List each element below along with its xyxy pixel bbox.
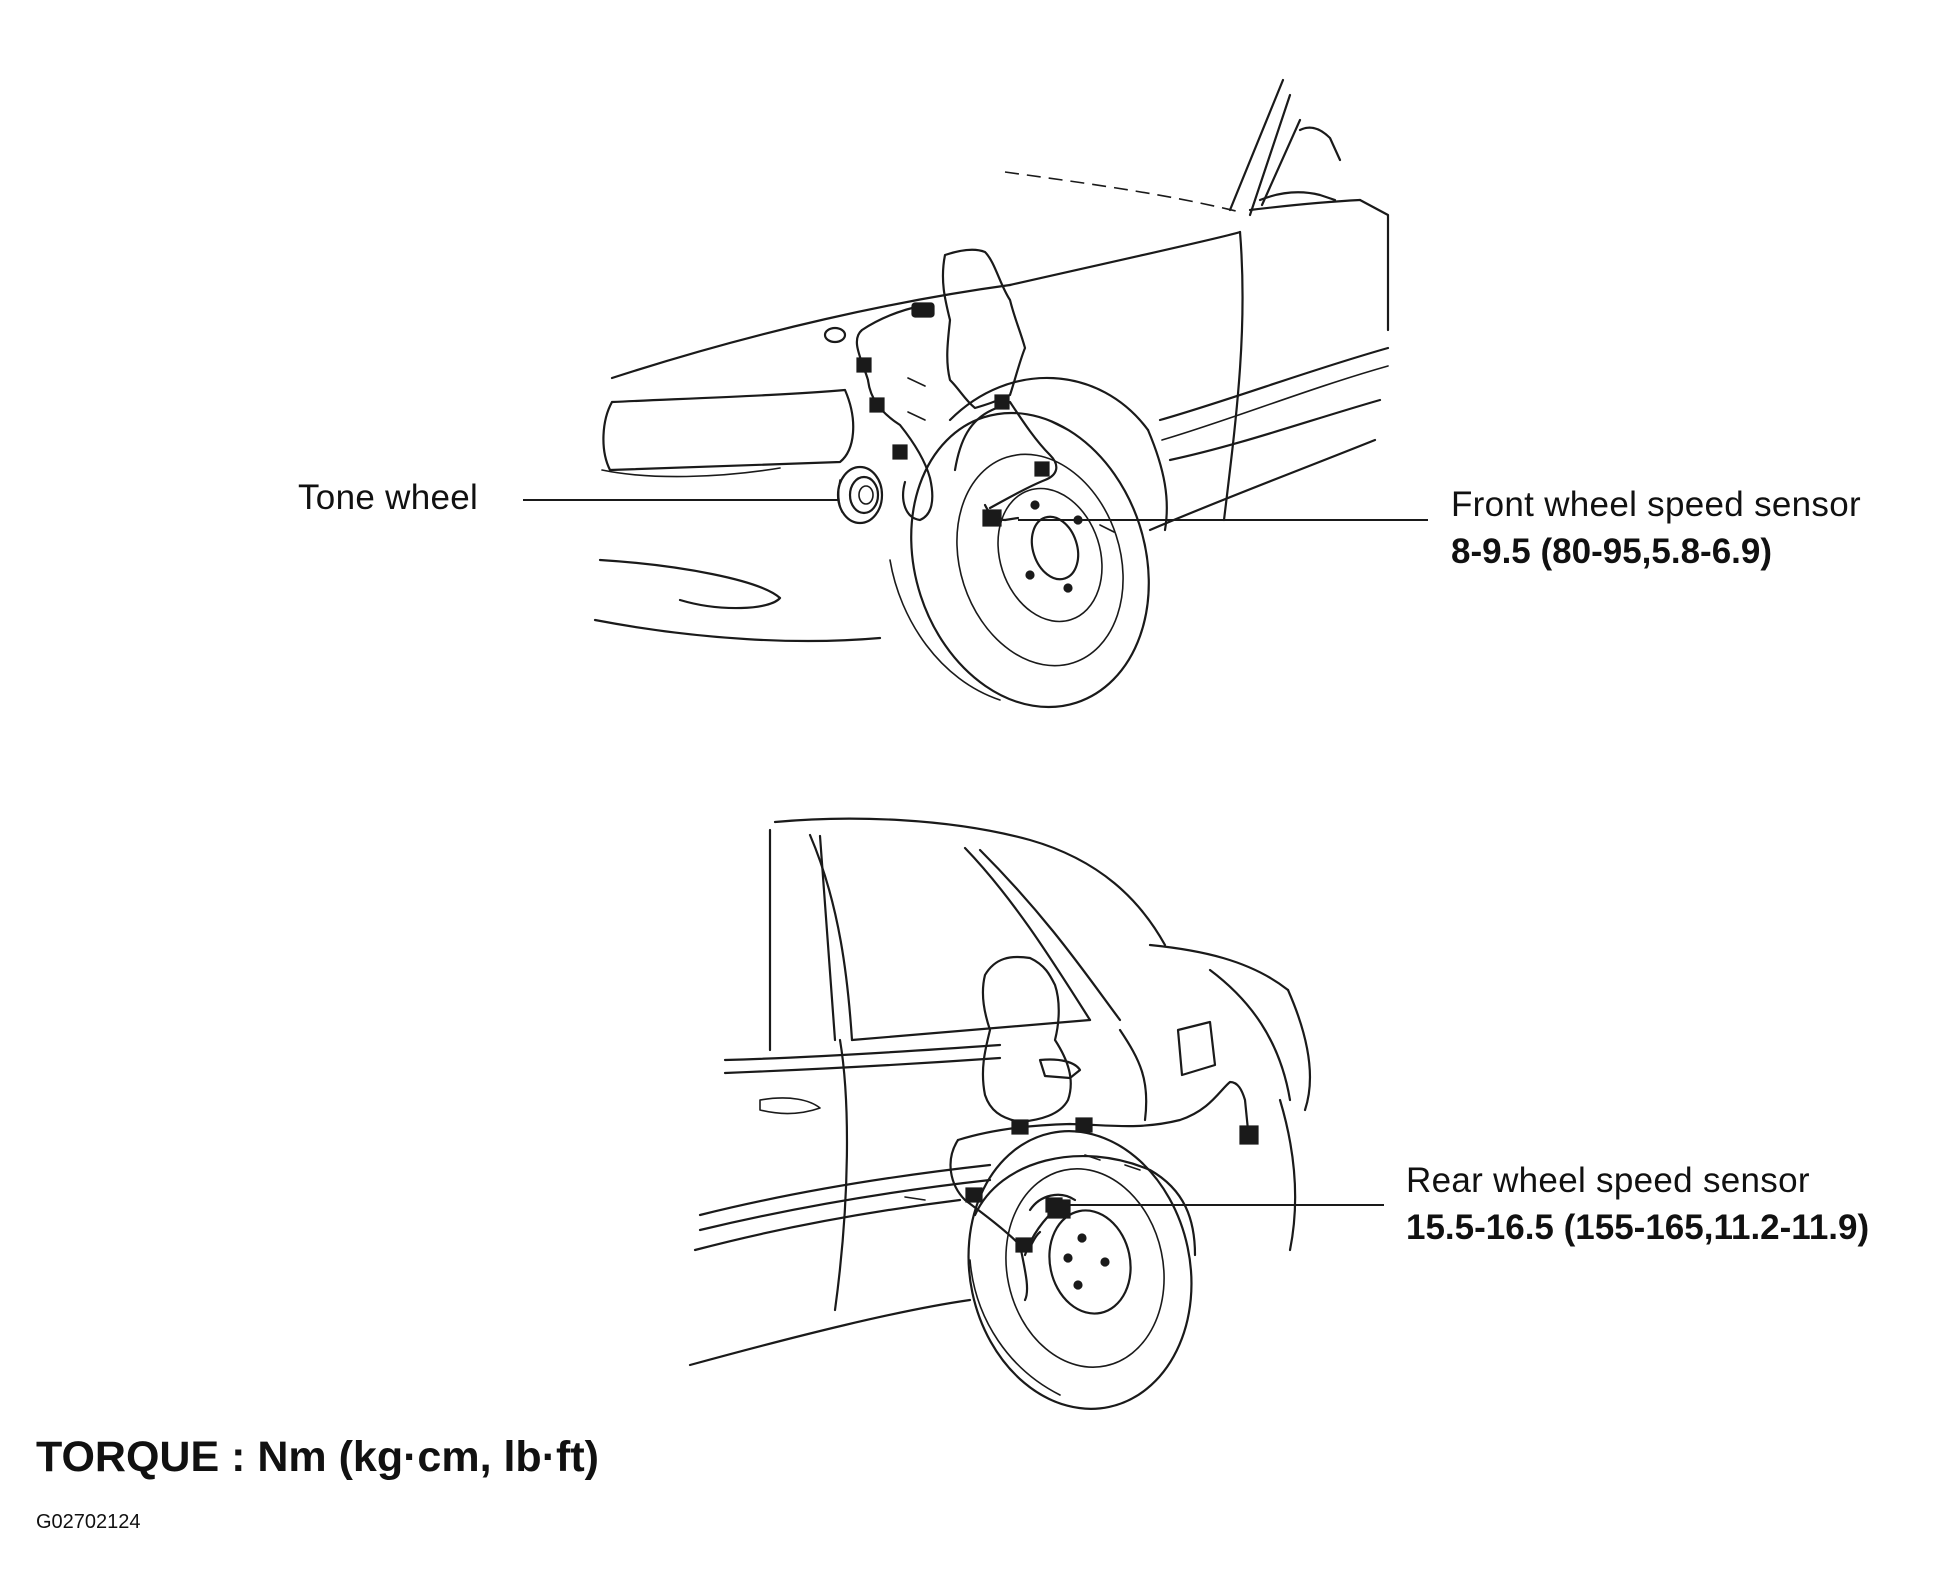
front-wheel-speed-sensor-label: Front wheel speed sensor (1451, 485, 1861, 524)
figure-id: G02702124 (36, 1511, 141, 1533)
front-car-illustration (593, 78, 1390, 709)
front-wheel-speed-sensor-torque: 8-9.5 (80-95,5.8-6.9) (1451, 532, 1773, 571)
rear-car-illustration (688, 817, 1312, 1410)
tone-wheel-label: Tone wheel (298, 478, 479, 517)
rear-wheel-speed-sensor-label: Rear wheel speed sensor (1406, 1161, 1810, 1200)
torque-units-legend: TORQUE : Nm (kg·cm, lb·ft) (36, 1433, 599, 1481)
rear-wheel-speed-sensor-torque: 15.5-16.5 (155-165,11.2-11.9) (1406, 1208, 1870, 1247)
